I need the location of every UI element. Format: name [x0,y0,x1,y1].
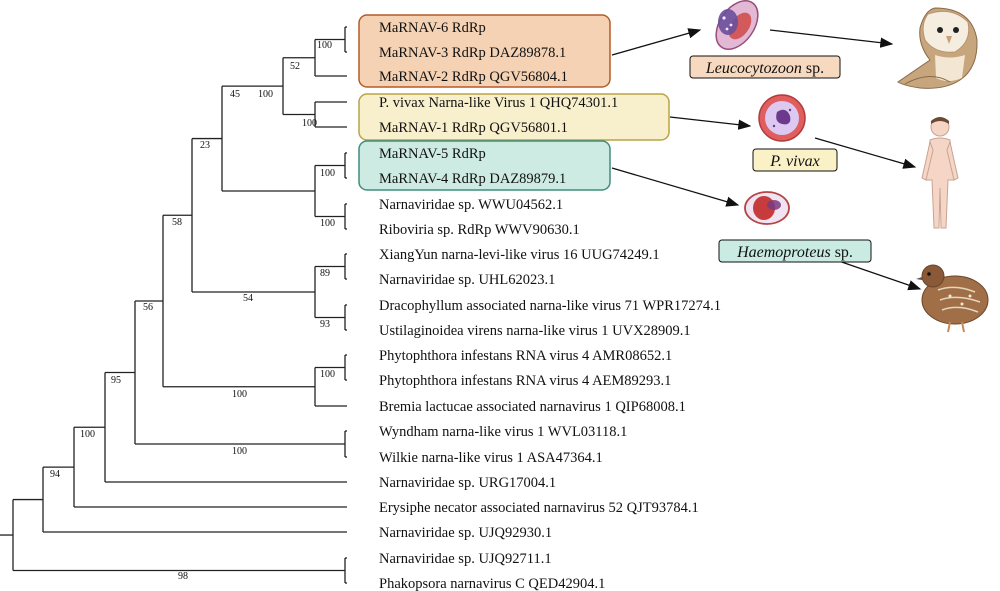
quail-icon [916,264,989,333]
leaf-label: Narnaviridae sp. URG17004.1 [379,475,556,491]
pvivax-cell-icon [758,94,806,142]
leaf-label: Bremia lactucae associated narnavirus 1 … [379,399,686,415]
leaf-label: P. vivax Narna-like Virus 1 QHQ74301.1 [379,95,618,111]
parasite-name: Leucocytozoon [705,60,802,77]
leaf-label: Narnaviridae sp. UHL62023.1 [379,272,555,288]
bootstrap-label: 52 [290,61,300,72]
leaf-label: Wyndham narna-like virus 1 WVL03118.1 [379,424,627,440]
haemoproteus-cell-icon [744,191,790,225]
parasite-suffix: sp. [802,60,824,77]
pvivax-label-box: P. vivax [752,148,838,172]
leaf-label: Narnaviridae sp. UJQ92711.1 [379,551,552,567]
leaf-label: MaRNAV-2 RdRp QGV56804.1 [379,69,568,85]
teal-clade-box [358,140,611,191]
bootstrap-label: 93 [320,319,330,330]
leaf-label: Wilkie narna-like virus 1 ASA47364.1 [379,450,603,466]
arrow-to-pvivax [669,116,752,130]
leaf-label: Phytophthora infestans RNA virus 4 AEM89… [379,373,671,389]
svg-text:Haemoproteus sp.: Haemoproteus sp. [736,244,853,261]
arrow-to-leucocytozoon [611,28,702,56]
bootstrap-label: 100 [302,118,317,129]
leaf-label: MaRNAV-5 RdRp [379,146,486,162]
orange-clade-box [358,14,611,88]
leaf-label: MaRNAV-1 RdRp QGV56801.1 [379,120,568,136]
bootstrap-label: 100 [80,429,95,440]
arrow-to-owl [769,29,894,48]
bootstrap-label: 58 [172,217,182,228]
host-arrows [611,28,922,291]
leaf-label: Ustilaginoidea virens narna-like virus 1… [379,323,691,339]
leaf-label: XiangYun narna-levi-like virus 16 UUG742… [379,247,660,263]
leaf-label: Narnaviridae sp. UJQ92930.1 [379,525,552,541]
leaf-label: Phytophthora infestans RNA virus 4 AMR08… [379,348,672,364]
bootstrap-label: 56 [143,302,153,313]
tree-branches [0,26,347,584]
haemoproteus-label-box: Haemoproteus sp. [718,239,872,263]
bootstrap-label: 98 [178,571,188,582]
bootstrap-label: 95 [111,375,121,386]
svg-text:Leucocytozoon sp.: Leucocytozoon sp. [705,60,824,77]
bootstrap-label: 100 [232,446,247,457]
leaf-label: Dracophyllum associated narna-like virus… [379,298,721,314]
arrow-to-human [814,137,917,169]
bootstrap-label: 94 [50,469,60,480]
bootstrap-label: 100 [320,369,335,380]
leaf-label: MaRNAV-4 RdRp DAZ89879.1 [379,171,566,187]
bootstrap-label: 100 [317,40,332,51]
bootstrap-label: 89 [320,268,330,279]
leaf-label: MaRNAV-3 RdRp DAZ89878.1 [379,45,566,61]
parasite-name: Haemoproteus [736,244,831,261]
yellow-clade-box [358,93,670,141]
leucocytozoon-label-box: Leucocytozoon sp. [689,55,841,79]
arrow-to-haemoproteus [611,167,740,207]
owl-icon [897,7,978,89]
parasite-suffix: sp. [831,244,853,261]
bootstrap-label: 100 [320,218,335,229]
leaf-label: Narnaviridae sp. WWU04562.1 [379,197,563,213]
leaf-label: Phakopsora narnavirus C QED42904.1 [379,576,605,591]
bootstrap-label: 100 [258,89,273,100]
leucocytozoon-cell-icon [715,0,759,50]
leaf-label: Erysiphe necator associated narnavirus 5… [379,500,699,516]
bootstrap-label: 100 [232,389,247,400]
arrow-to-quail [829,257,922,291]
bootstrap-label: 23 [200,140,210,151]
human-icon [921,117,959,229]
bootstrap-label: 100 [320,168,335,179]
bootstrap-label: 54 [243,293,253,304]
leaf-label: Riboviria sp. RdRp WWV90630.1 [379,222,580,238]
svg-text:P. vivax: P. vivax [769,153,819,170]
bootstrap-label: 45 [230,89,240,100]
parasite-name: P. vivax [769,153,819,170]
bootstrap-values: 100 52 100 45 100 100 100 23 89 93 54 58… [50,40,335,582]
leaf-label: MaRNAV-6 RdRp [379,20,486,36]
